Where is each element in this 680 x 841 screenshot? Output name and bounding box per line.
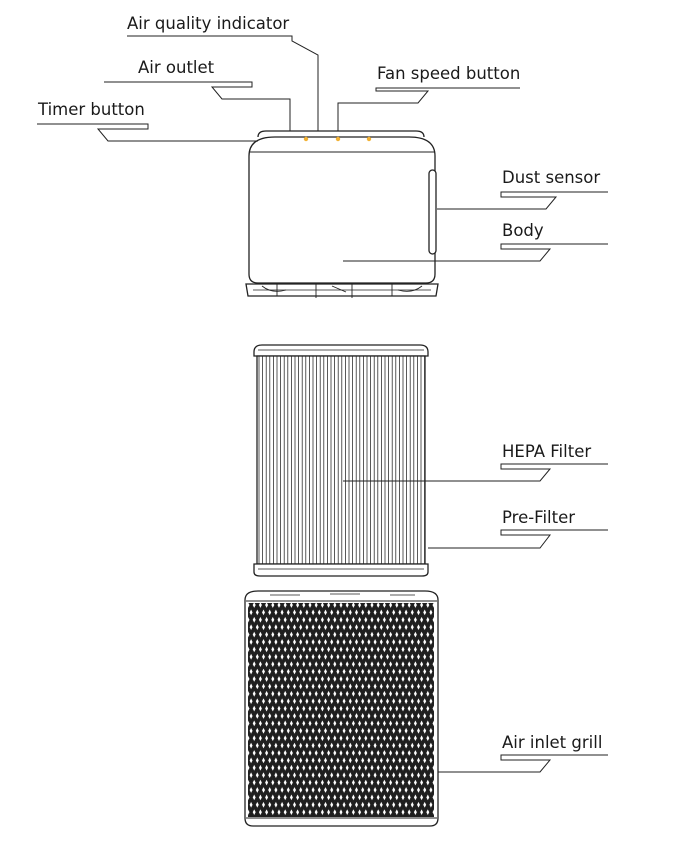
- label-dust-sensor: Dust sensor: [502, 168, 601, 187]
- body-unit: [245, 130, 439, 298]
- label-air-quality-indicator: Air quality indicator: [127, 14, 290, 33]
- label-air-inlet-grill: Air inlet grill: [502, 733, 603, 752]
- body-top-ring: [257, 130, 425, 138]
- dust-sensor-window: [428, 169, 437, 255]
- indicator-lights: [303, 136, 372, 142]
- body-shell: [248, 136, 436, 284]
- hepa-filter-unit: [253, 344, 429, 577]
- label-timer-button: Timer button: [38, 100, 145, 119]
- label-pre-filter: Pre-Filter: [502, 508, 576, 527]
- label-hepa-filter: HEPA Filter: [502, 442, 592, 461]
- label-fan-speed-button: Fan speed button: [377, 64, 521, 83]
- leader-lines: [37, 35, 608, 773]
- label-air-outlet: Air outlet: [138, 58, 215, 77]
- label-body: Body: [502, 221, 544, 240]
- air-inlet-grill-unit: [244, 590, 439, 827]
